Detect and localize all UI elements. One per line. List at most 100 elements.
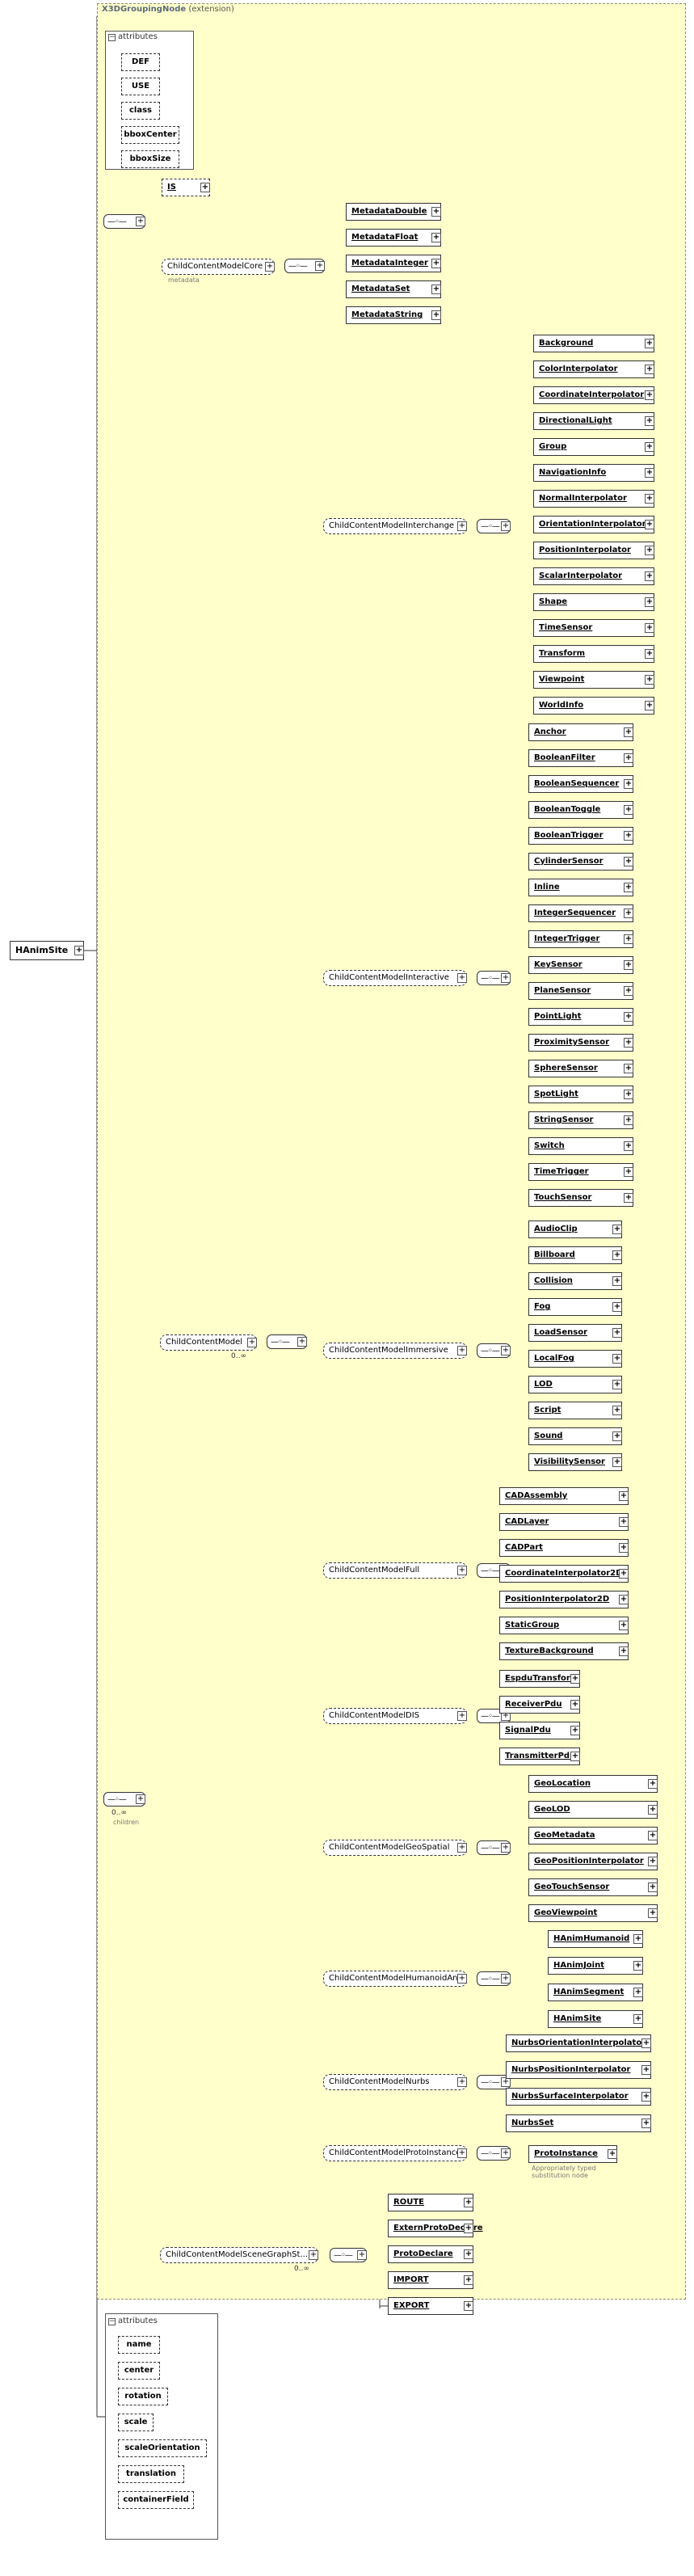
- expand-icon[interactable]: +: [624, 857, 633, 866]
- element-export[interactable]: EXPORT+: [388, 2297, 473, 2315]
- expand-icon[interactable]: +: [457, 973, 467, 983]
- expand-icon[interactable]: +: [457, 1843, 467, 1853]
- element-lod[interactable]: LOD+: [528, 1376, 622, 1393]
- expand-icon[interactable]: +: [633, 2014, 643, 2024]
- element-signalpdu[interactable]: SignalPdu+: [499, 1722, 580, 1739]
- element-localfog[interactable]: LocalFog+: [528, 1350, 622, 1368]
- element-keysensor[interactable]: KeySensor+: [528, 956, 633, 974]
- expand-icon[interactable]: +: [464, 2301, 473, 2311]
- expand-icon[interactable]: +: [624, 909, 633, 918]
- attribute-class[interactable]: class: [121, 102, 160, 120]
- group-connector[interactable]: —◦—+: [477, 1971, 511, 1986]
- element-nurbssurfaceinterpolator[interactable]: NurbsSurfaceInterpolator+: [506, 2088, 651, 2106]
- element-receiverpdu[interactable]: ReceiverPdu+: [499, 1696, 580, 1714]
- element-loadsensor[interactable]: LoadSensor+: [528, 1324, 622, 1342]
- element-geopositioninterpolator[interactable]: GeoPositionInterpolator+: [528, 1853, 658, 1870]
- expand-icon[interactable]: +: [645, 442, 654, 452]
- element-directionallight[interactable]: DirectionalLight+: [533, 412, 654, 430]
- expand-icon[interactable]: +: [619, 1517, 629, 1527]
- element-protodeclare[interactable]: ProtoDeclare+: [388, 2245, 473, 2263]
- expand-icon[interactable]: +: [464, 2224, 473, 2233]
- element-touchsensor[interactable]: TouchSensor+: [528, 1189, 633, 1207]
- expand-icon[interactable]: +: [570, 1726, 580, 1735]
- attribute-scaleorientation[interactable]: scaleOrientation: [118, 2439, 207, 2457]
- element-externprotodeclare[interactable]: ExternProtoDeclare+: [388, 2220, 483, 2237]
- attribute-def[interactable]: DEF: [121, 53, 160, 71]
- expand-icon[interactable]: +: [619, 1595, 629, 1604]
- expand-icon[interactable]: +: [431, 310, 441, 320]
- element-geolod[interactable]: GeoLOD+: [528, 1801, 658, 1819]
- element-hanimhumanoid[interactable]: HAnimHumanoid+: [548, 1930, 643, 1948]
- group-childcontentmodelscenegraphstructure[interactable]: ChildContentModelSceneGraphSt...+: [160, 2247, 318, 2263]
- expand-icon[interactable]: +: [624, 1012, 633, 1022]
- element-spotlight[interactable]: SpotLight+: [528, 1086, 633, 1103]
- expand-icon[interactable]: +: [501, 521, 511, 531]
- childcontent-choice-connector[interactable]: —◦—+: [267, 1334, 307, 1349]
- group-childcontentmodelgeospatial[interactable]: ChildContentModelGeoSpatial+: [323, 1840, 467, 1856]
- expand-icon[interactable]: +: [624, 1141, 633, 1151]
- expand-icon[interactable]: +: [608, 2149, 617, 2159]
- expand-icon[interactable]: +: [136, 1794, 145, 1804]
- element-metadatastring[interactable]: MetadataString+: [346, 306, 441, 324]
- group-childcontentmodelimmersive[interactable]: ChildContentModelImmersive+: [323, 1343, 467, 1359]
- expand-icon[interactable]: +: [624, 1090, 633, 1099]
- expand-icon[interactable]: +: [612, 1380, 622, 1389]
- expand-icon[interactable]: +: [624, 1064, 633, 1073]
- element-is[interactable]: IS+: [162, 179, 210, 196]
- expand-icon[interactable]: +: [431, 285, 441, 294]
- group-connector[interactable]: —◦—+: [477, 971, 511, 985]
- element-proximitysensor[interactable]: ProximitySensor+: [528, 1034, 633, 1052]
- expand-icon[interactable]: +: [624, 753, 633, 763]
- expand-icon[interactable]: +: [619, 1569, 629, 1579]
- group-childcontentmodelinteractive[interactable]: ChildContentModelInteractive+: [323, 970, 467, 986]
- element-cadlayer[interactable]: CADLayer+: [499, 1513, 629, 1531]
- expand-icon[interactable]: +: [619, 1646, 629, 1656]
- expand-icon[interactable]: +: [457, 2077, 467, 2087]
- element-switch[interactable]: Switch+: [528, 1137, 633, 1155]
- expand-icon[interactable]: +: [431, 207, 441, 217]
- element-cylindersensor[interactable]: CylinderSensor+: [528, 853, 633, 871]
- expand-icon[interactable]: +: [645, 546, 654, 555]
- attribute-center[interactable]: center: [118, 2362, 160, 2380]
- element-geotouchsensor[interactable]: GeoTouchSensor+: [528, 1878, 658, 1896]
- expand-icon[interactable]: +: [645, 365, 654, 374]
- element-coordinateinterpolator[interactable]: CoordinateInterpolator+: [533, 386, 654, 404]
- element-shape[interactable]: Shape+: [533, 593, 654, 611]
- element-orientationinterpolator[interactable]: OrientationInterpolator+: [533, 516, 654, 533]
- expand-icon[interactable]: +: [612, 1457, 622, 1467]
- element-collision[interactable]: Collision+: [528, 1272, 622, 1290]
- expand-icon[interactable]: +: [624, 1115, 633, 1125]
- element-import[interactable]: IMPORT+: [388, 2271, 473, 2289]
- element-metadataset[interactable]: MetadataSet+: [346, 280, 441, 298]
- expand-icon[interactable]: +: [645, 339, 654, 348]
- element-cadassembly[interactable]: CADAssembly+: [499, 1487, 629, 1505]
- element-background[interactable]: Background+: [533, 335, 654, 352]
- group-childcontentmodelhumanoidan[interactable]: ChildContentModelHumanoidAn...+: [323, 1971, 467, 1987]
- expand-icon[interactable]: +: [501, 1974, 511, 1984]
- expand-icon[interactable]: +: [648, 1779, 658, 1789]
- expand-icon[interactable]: +: [464, 2198, 473, 2207]
- element-nurbspositioninterpolator[interactable]: NurbsPositionInterpolator+: [506, 2061, 651, 2079]
- group-childcontentmodeldis[interactable]: ChildContentModelDIS+: [323, 1708, 467, 1724]
- expand-icon[interactable]: +: [624, 1167, 633, 1177]
- expand-icon[interactable]: +: [624, 727, 633, 737]
- element-pointlight[interactable]: PointLight+: [528, 1008, 633, 1026]
- element-normalinterpolator[interactable]: NormalInterpolator+: [533, 490, 654, 508]
- root-element-hanimsite[interactable]: HAnimSite+: [10, 941, 84, 960]
- element-metadatafloat[interactable]: MetadataFloat+: [346, 229, 441, 247]
- expand-icon[interactable]: +: [357, 2250, 367, 2260]
- expand-icon[interactable]: +: [570, 1674, 580, 1684]
- children-choice-connector[interactable]: —◦—+: [103, 1792, 145, 1807]
- expand-icon[interactable]: +: [648, 1857, 658, 1866]
- expand-icon[interactable]: +: [457, 2148, 467, 2158]
- element-hanimsite[interactable]: HAnimSite+: [548, 2010, 643, 2028]
- expand-icon[interactable]: +: [624, 960, 633, 970]
- element-viewpoint[interactable]: Viewpoint+: [533, 671, 654, 689]
- expand-icon[interactable]: +: [501, 2148, 511, 2158]
- expand-icon[interactable]: +: [645, 571, 654, 581]
- expand-icon[interactable]: +: [645, 390, 654, 400]
- element-hanimjoint[interactable]: HAnimJoint+: [548, 1957, 643, 1975]
- element-booleantrigger[interactable]: BooleanTrigger+: [528, 827, 633, 845]
- group-childcontentmodelinterchange[interactable]: ChildContentModelInterchange+: [323, 518, 467, 534]
- expand-icon[interactable]: +: [457, 1711, 467, 1721]
